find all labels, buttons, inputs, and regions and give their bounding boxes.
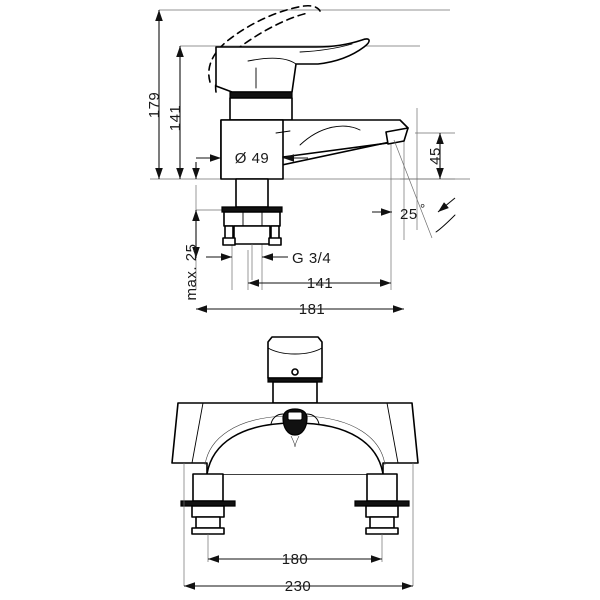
front-nut-left bbox=[191, 505, 225, 518]
dim-label-141-height: 141 bbox=[167, 105, 184, 132]
bolt-head-right bbox=[268, 237, 282, 246]
swivel-angle-ray bbox=[393, 139, 433, 239]
dim-line-angle-right bbox=[437, 197, 456, 213]
front-cap-curve bbox=[267, 347, 323, 355]
lever-handle-outline bbox=[215, 38, 370, 93]
front-view-dimensions: 180 230 bbox=[184, 551, 413, 595]
lever-handle-crease bbox=[247, 57, 297, 65]
lever-open-position-outline bbox=[208, 4, 321, 83]
dim-label-181: 181 bbox=[299, 301, 326, 318]
faucet-body-column bbox=[220, 119, 284, 180]
dim-label-141-reach: 141 bbox=[307, 275, 334, 292]
front-body-bevel-right bbox=[386, 402, 399, 464]
swivel-angle-arc bbox=[435, 214, 456, 233]
dim-label-230: 230 bbox=[285, 578, 312, 595]
body-highlight-line bbox=[275, 130, 291, 134]
dim-label-180: 180 bbox=[282, 551, 309, 568]
handle-collar bbox=[229, 91, 293, 99]
dim-label-max25: max. 25 bbox=[183, 244, 200, 301]
side-view-dimensions: 179 141 Ø 49 45 25 ° max. 25 G 3 bbox=[146, 10, 456, 318]
front-aerator-wing-left bbox=[270, 413, 284, 425]
front-thread-left bbox=[195, 516, 221, 529]
fixing-nut bbox=[223, 211, 281, 227]
front-bolt-head-left bbox=[191, 527, 225, 535]
front-nut-right bbox=[365, 505, 399, 518]
dim-label-degree-symbol: ° bbox=[420, 201, 425, 216]
front-aerator-drip bbox=[290, 435, 300, 448]
front-washer-right bbox=[354, 500, 410, 507]
dim-label-thread: G 3/4 bbox=[292, 250, 331, 267]
front-body-inner-arch-left bbox=[204, 415, 286, 466]
thread-body bbox=[233, 225, 271, 245]
deck-washer bbox=[221, 206, 283, 213]
shank-upper bbox=[235, 178, 269, 208]
front-body-inner-arch-right bbox=[304, 415, 386, 466]
front-shank-left-upper bbox=[192, 473, 224, 502]
dim-label-45: 45 bbox=[427, 147, 444, 165]
bolt-head-left bbox=[222, 237, 236, 246]
front-cap-screw-hole bbox=[291, 368, 299, 376]
front-thread-right bbox=[369, 516, 395, 529]
lever-handle-edge-line bbox=[299, 43, 353, 53]
front-washer-left bbox=[180, 500, 236, 507]
front-aerator-wing-right bbox=[306, 413, 320, 425]
front-body-bevel-left bbox=[191, 402, 204, 464]
dim-label-angle-25: 25 bbox=[400, 206, 418, 223]
dim-label-dia49: Ø 49 bbox=[235, 150, 270, 167]
spout-tip bbox=[385, 127, 409, 145]
faucet-front-view bbox=[171, 336, 419, 586]
handle-cylinder bbox=[229, 97, 293, 121]
front-shank-right-upper bbox=[366, 473, 398, 502]
front-aerator-face bbox=[287, 411, 303, 421]
front-handle-neck bbox=[272, 381, 318, 404]
spout-top-curve bbox=[299, 125, 361, 146]
dim-label-179: 179 bbox=[146, 92, 163, 119]
front-cap-base-band bbox=[267, 377, 323, 383]
spout-lower-edge bbox=[282, 142, 389, 158]
front-bolt-head-right bbox=[365, 527, 399, 535]
faucet-side-view bbox=[208, 4, 456, 280]
